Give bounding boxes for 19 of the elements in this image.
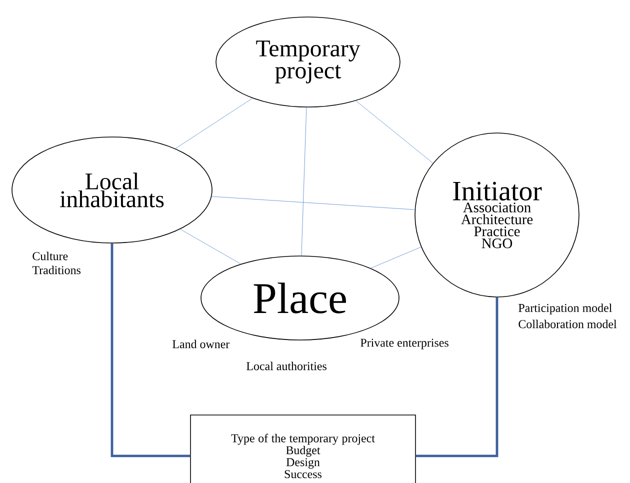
side-note: Participation model	[518, 304, 612, 314]
connector-line	[301, 107, 307, 256]
side-note: Local authorities	[246, 362, 326, 370]
connector-line	[175, 98, 253, 149]
side-note: Culture	[32, 252, 68, 260]
circle-node: Initiator Association Architecture Practice NGO	[414, 132, 580, 298]
connector-line	[356, 100, 434, 164]
ellipse-node: Local inhabitants	[12, 136, 212, 244]
connector-line	[416, 297, 498, 458]
side-note: Traditions	[32, 266, 80, 274]
side-note: Collaboration model	[518, 320, 617, 328]
connector-line	[370, 246, 422, 268]
ellipse-node: Temporary project	[216, 16, 400, 108]
side-note: Private enterprises	[360, 338, 448, 350]
text-box: Type of the temporary project Budget Design Success	[190, 414, 416, 483]
side-note: Land owner	[172, 340, 230, 348]
connector-line	[180, 228, 241, 264]
connector-line	[110, 243, 190, 458]
connector-line	[211, 196, 416, 210]
